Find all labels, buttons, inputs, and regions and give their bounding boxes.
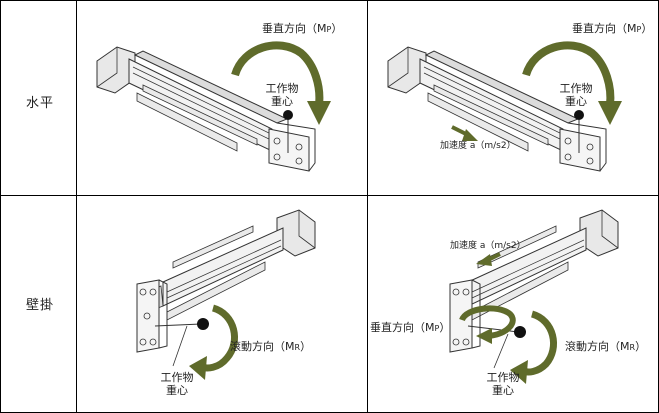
pitch-moment-label-3: 垂直方向（MP）: [370, 321, 451, 334]
workpiece-cog-dot: [574, 110, 584, 120]
pitch-arrow: [459, 305, 516, 339]
cell-horizontal-pitch: [77, 1, 367, 195]
workpiece-cog-dot: [514, 326, 526, 338]
actuator-horizontal-illustration: [96, 41, 331, 172]
roll-moment-label-1: 滾動方向（MR）: [230, 340, 312, 353]
workpiece-cog-dot: [197, 318, 209, 330]
row-label-horizontal: 水平: [26, 96, 55, 111]
pitch-moment-label-2: 垂直方向（MP）: [572, 22, 653, 35]
workpiece-label-1: 工作物 重心: [265, 82, 299, 108]
workpiece-label-4: 工作物 重心: [486, 371, 520, 397]
pitch-arrow: [522, 41, 615, 106]
roll-moment-label-2: 滾動方向（MR）: [565, 340, 647, 353]
cell-wall-roll: [77, 196, 367, 412]
roll-arrow: [518, 310, 557, 376]
acceleration-label-2: 加速度 a（m/s2）: [450, 241, 526, 251]
roll-arrow: [197, 304, 238, 372]
pitch-arrow: [231, 41, 324, 106]
workpiece-cog-dot: [283, 110, 293, 120]
actuator-wall-illustration: [136, 209, 316, 380]
row-label-wall-mount: 壁掛: [26, 298, 55, 313]
acceleration-label-1: 加速度 a（m/s2）: [440, 141, 516, 151]
cell-wall-pitch-roll: [368, 196, 658, 412]
actuator-horizontal-accel-illustration: [387, 41, 622, 172]
workpiece-label-3: 工作物 重心: [160, 371, 194, 397]
pitch-moment-label-1: 垂直方向（MP）: [262, 22, 343, 35]
actuator-wall-accel-illustration: [449, 209, 619, 384]
workpiece-label-2: 工作物 重心: [559, 82, 593, 108]
cell-horizontal-acceleration: [368, 1, 658, 195]
